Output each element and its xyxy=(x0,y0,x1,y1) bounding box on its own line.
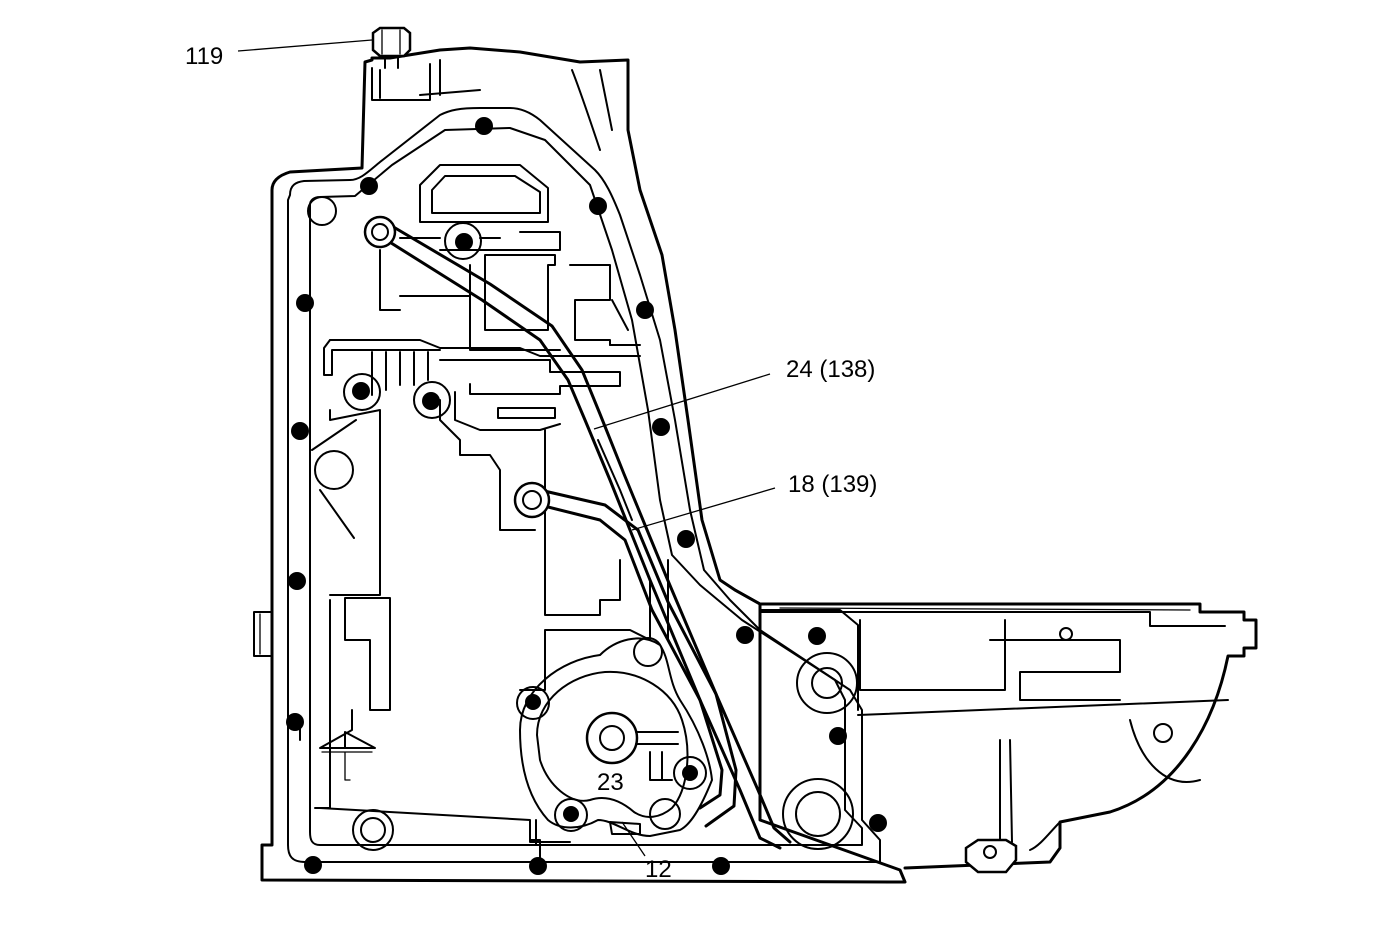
accumulator-housing xyxy=(519,637,713,837)
callout-18-139: 18 (139) xyxy=(788,471,877,498)
inner-passages xyxy=(299,164,859,843)
vent-bolt-119 xyxy=(371,26,412,69)
callouts: 119 24 (138) 18 (139) 23 12 xyxy=(185,43,877,883)
bolt-heads xyxy=(286,117,887,875)
tube-24 xyxy=(363,215,792,850)
case-outline xyxy=(253,46,907,884)
bosses xyxy=(307,196,858,851)
tube-18 xyxy=(513,481,738,828)
callout-24-138: 24 (138) xyxy=(786,356,875,383)
callout-12: 12 xyxy=(645,856,672,883)
leader-lines xyxy=(237,39,776,857)
callout-119: 119 xyxy=(185,43,223,70)
oil-pan xyxy=(733,588,1258,874)
drain-plug xyxy=(964,838,1018,874)
callout-23: 23 xyxy=(597,769,624,796)
